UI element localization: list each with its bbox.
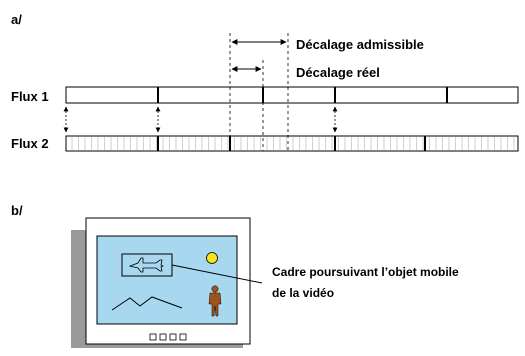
offset-actual-label: Décalage réel (296, 65, 380, 80)
stream2-fine-ticks (71, 137, 515, 150)
stream1-frame-marks (157, 87, 448, 103)
stream2-label: Flux 2 (11, 136, 49, 151)
mountain-icon (111, 296, 183, 311)
plane-icon (128, 257, 164, 273)
tv-buttons (149, 333, 187, 341)
dashed-guides (229, 33, 289, 151)
sun-icon (206, 252, 218, 264)
sync-arrows (63, 106, 338, 133)
callout-text-line2: de la vidéo (272, 286, 335, 300)
stream1-bar (65, 86, 519, 104)
part-b-label: b/ (11, 203, 23, 218)
stream1-label: Flux 1 (11, 89, 49, 104)
offset-allowed-label: Décalage admissible (296, 37, 424, 52)
part-a-label: a/ (11, 12, 22, 27)
stream2-bar (65, 135, 519, 152)
person-icon (208, 285, 222, 317)
tv-set (71, 217, 251, 348)
callout-text-line1: Cadre poursuivant l’objet mobile (272, 265, 459, 279)
callout-line (171, 264, 263, 284)
